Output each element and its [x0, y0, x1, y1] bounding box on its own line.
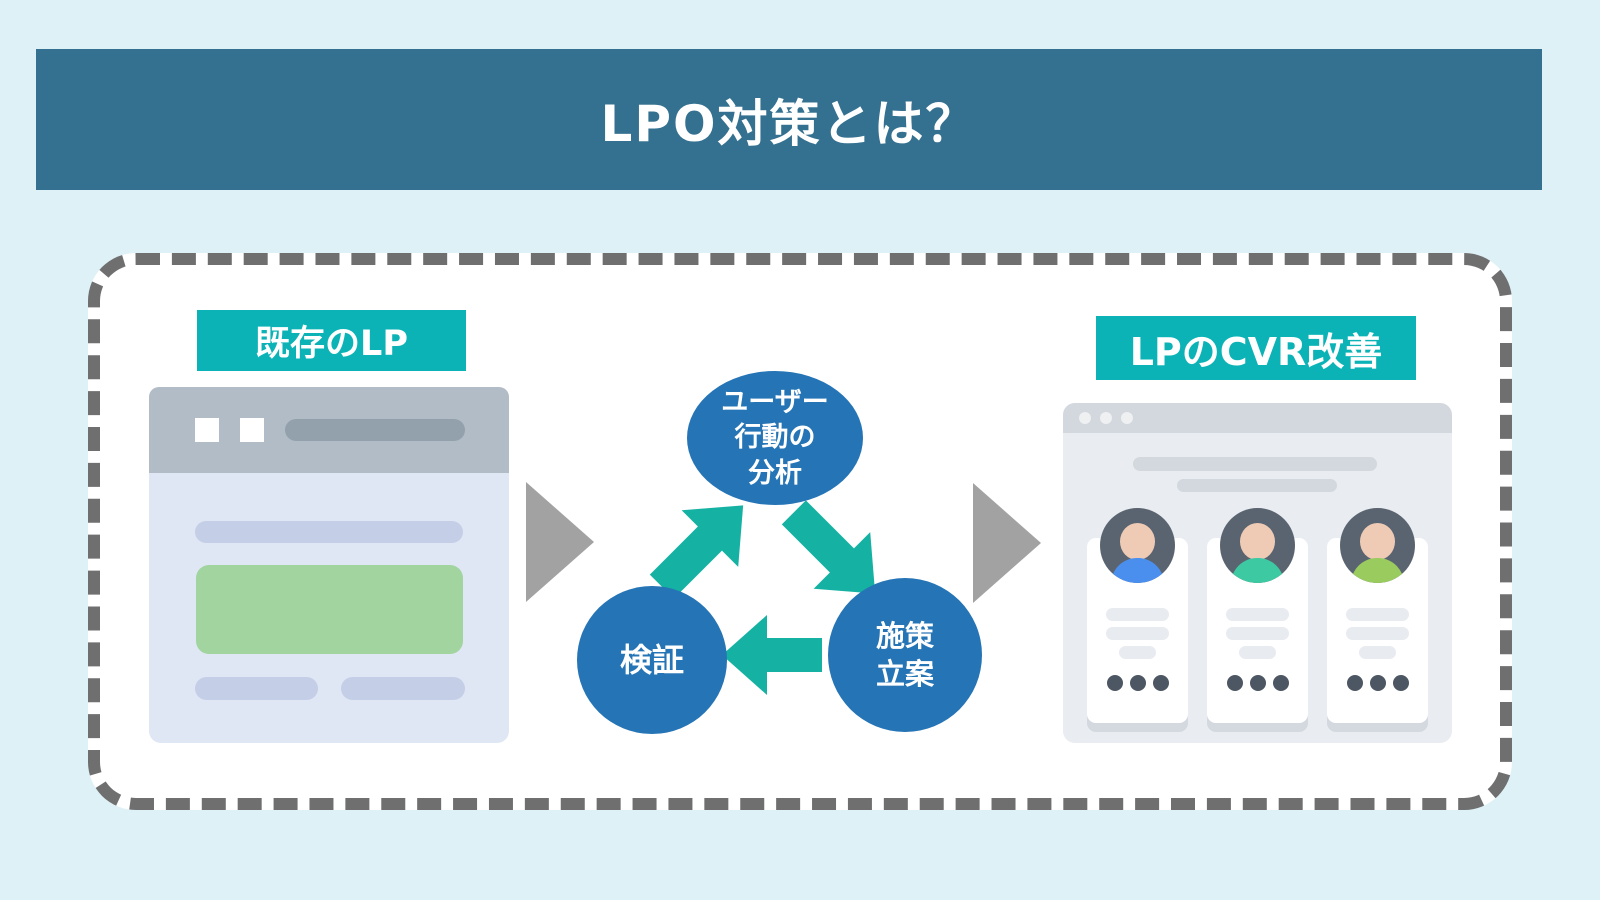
cvr-improvement-label: LPのCVR改善: [1096, 316, 1416, 380]
ellipsis-dots-icon: [1327, 675, 1428, 691]
user-avatar: [1100, 508, 1175, 583]
cycle-step-analysis: ユーザー 行動の 分析: [687, 371, 863, 505]
cycle-step-verify: 検証: [577, 586, 727, 734]
cycle-arrow-icon: [722, 615, 822, 695]
window-button-icon: [240, 418, 264, 442]
text-line-placeholder: [1133, 457, 1377, 471]
text-line-placeholder: [1346, 627, 1409, 640]
title-bar: LPO対策とは？: [36, 49, 1542, 190]
user-avatar: [1340, 508, 1415, 583]
user-card: [1087, 508, 1188, 723]
text-line-placeholder: [1359, 646, 1396, 659]
text-line-placeholder: [1346, 608, 1409, 621]
user-card: [1207, 508, 1308, 723]
page-title: LPO対策とは？: [600, 94, 978, 153]
text-line-placeholder: [1106, 627, 1169, 640]
text-line-placeholder: [195, 521, 463, 543]
text-line-placeholder: [195, 677, 318, 700]
flow-arrow-icon: [526, 482, 594, 602]
existing-lp-browser: [149, 387, 509, 743]
text-line-placeholder: [1226, 608, 1289, 621]
user-avatar: [1220, 508, 1295, 583]
cycle-arrow-icon: [781, 500, 876, 594]
avatar-head-icon: [1240, 523, 1275, 560]
ellipsis-dots-icon: [1207, 675, 1308, 691]
browser-titlebar: [1063, 403, 1452, 433]
avatar-shirt-icon: [1231, 558, 1284, 583]
existing-lp-label: 既存のLP: [197, 310, 466, 371]
text-line-placeholder: [1119, 646, 1156, 659]
window-dot-icon: [1100, 412, 1112, 424]
browser-toolbar: [149, 387, 509, 473]
cycle-step-line: 立案: [875, 657, 934, 691]
improved-lp-browser: [1063, 403, 1452, 743]
user-card: [1327, 508, 1428, 723]
window-dot-icon: [1121, 412, 1133, 424]
window-dot-icon: [1079, 412, 1091, 424]
cycle-step-line: ユーザー: [721, 386, 829, 418]
flow-arrow-icon: [973, 483, 1041, 603]
ellipsis-dots-icon: [1087, 675, 1188, 691]
text-line-placeholder: [341, 677, 465, 700]
text-line-placeholder: [1239, 646, 1276, 659]
cycle-step-line: 行動の: [734, 422, 816, 454]
avatar-shirt-icon: [1111, 558, 1164, 583]
cycle-step-plan: 施策 立案: [828, 578, 982, 732]
avatar-head-icon: [1120, 523, 1155, 560]
cycle-step-line: 検証: [619, 640, 684, 679]
avatar-head-icon: [1360, 523, 1395, 560]
text-line-placeholder: [1177, 479, 1337, 492]
avatar-shirt-icon: [1351, 558, 1404, 583]
window-button-icon: [195, 418, 219, 442]
cycle-step-line: 施策: [875, 618, 934, 653]
cycle-step-line: 分析: [748, 457, 802, 489]
cycle-arrow-icon: [649, 505, 744, 599]
text-line-placeholder: [1106, 608, 1169, 621]
lp-page-content: [149, 473, 509, 743]
text-line-placeholder: [1226, 627, 1289, 640]
address-bar: [285, 419, 465, 441]
hero-image-placeholder: [196, 565, 463, 654]
